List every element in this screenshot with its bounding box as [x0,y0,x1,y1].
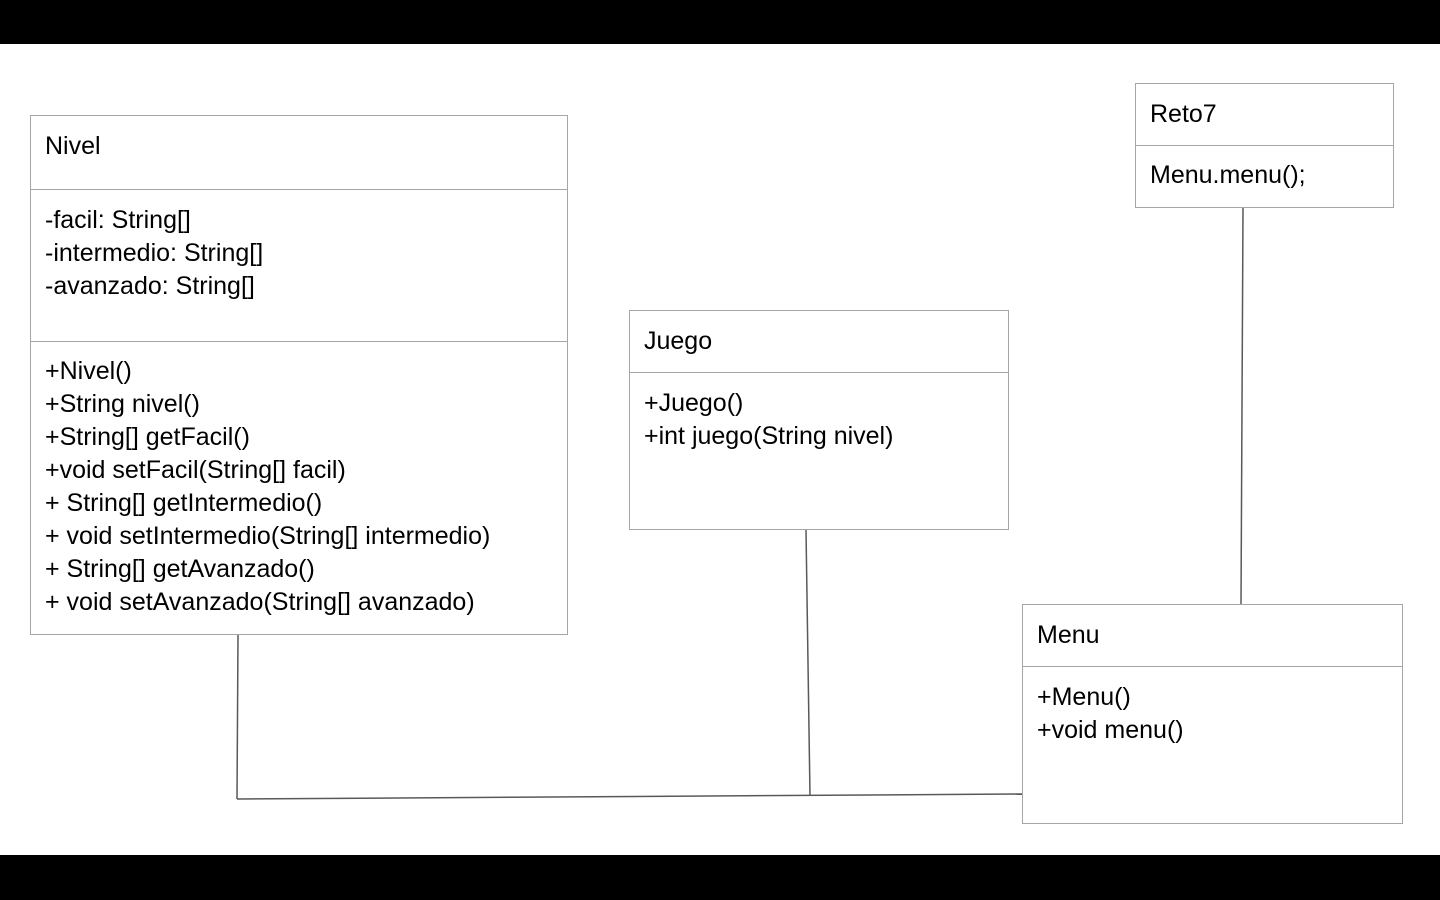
method-menu: +void menu() [1037,716,1184,744]
method-get-intermedio: + String[] getIntermedio() [45,489,323,517]
connector-juego-down [805,529,811,797]
class-box-nivel[interactable]: Nivel -facil: String[] -intermedio: Stri… [30,115,568,635]
connector-nivel-down [236,634,239,800]
class-name-nivel: Nivel [45,132,101,160]
class-box-menu[interactable]: Menu +Menu() +void menu() [1022,604,1403,824]
connector-reto7-menu [1240,207,1244,605]
method-nivel: +String nivel() [45,390,200,418]
methods-section: +Menu() +void menu() [1023,667,1402,747]
class-box-juego[interactable]: Juego +Juego() +int juego(String nivel) [629,310,1009,530]
attribute-avanzado: -avanzado: String[] [45,272,255,300]
class-name-section: Juego [630,311,1008,373]
method-get-facil: +String[] getFacil() [45,423,250,451]
method-set-avanzado: + void setAvanzado(String[] avanzado) [45,588,475,616]
class-name-section: Reto7 [1136,84,1393,146]
method-get-avanzado: + String[] getAvanzado() [45,555,315,583]
method-juego: +int juego(String nivel) [644,422,894,450]
method-set-facil: +void setFacil(String[] facil) [45,456,346,484]
letterbox-top [0,0,1440,44]
class-box-reto7[interactable]: Reto7 Menu.menu(); [1135,83,1394,208]
method-set-intermedio: + void setIntermedio(String[] intermedio… [45,522,491,550]
attributes-section: -facil: String[] -intermedio: String[] -… [31,190,567,342]
class-name-juego: Juego [644,327,713,355]
body-section: Menu.menu(); [1136,146,1393,192]
methods-section: +Juego() +int juego(String nivel) [630,373,1008,453]
attribute-intermedio: -intermedio: String[] [45,239,264,267]
connector-bottom-bus [236,793,1023,800]
methods-section: +Nivel() +String nivel() +String[] getFa… [31,342,567,619]
class-name-section: Menu [1023,605,1402,667]
statement-menu-call: Menu.menu(); [1150,161,1306,189]
method-juego-constructor: +Juego() [644,389,744,417]
attribute-facil: -facil: String[] [45,206,191,234]
class-name-menu: Menu [1037,621,1100,649]
method-nivel-constructor: +Nivel() [45,357,132,385]
class-name-reto7: Reto7 [1150,100,1217,128]
letterbox-bottom [0,855,1440,900]
class-name-section: Nivel [31,116,567,190]
method-menu-constructor: +Menu() [1037,683,1131,711]
